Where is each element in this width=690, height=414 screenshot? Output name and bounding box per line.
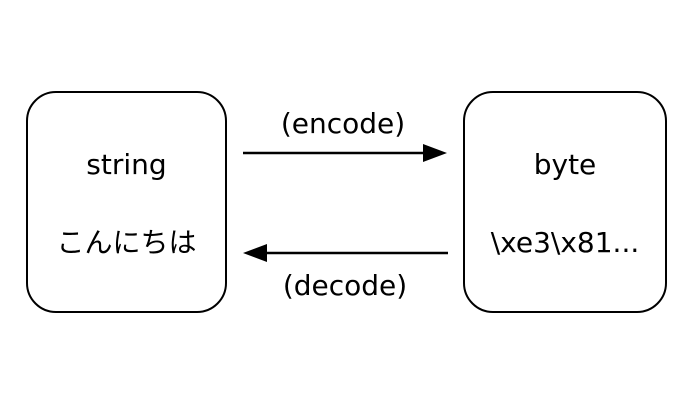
byte-node: byte \xe3\x81... [463,91,667,313]
byte-node-title: byte [533,148,597,181]
byte-node-value: \xe3\x81... [490,226,640,259]
encode-arrow-label: (encode) [280,107,406,140]
decode-arrow [243,244,448,262]
string-node-title: string [86,148,167,181]
encode-arrow [243,144,447,162]
decode-arrow-label: (decode) [282,269,408,302]
string-node: string こんにちは [26,91,227,313]
string-node-value: こんにちは [56,226,197,259]
